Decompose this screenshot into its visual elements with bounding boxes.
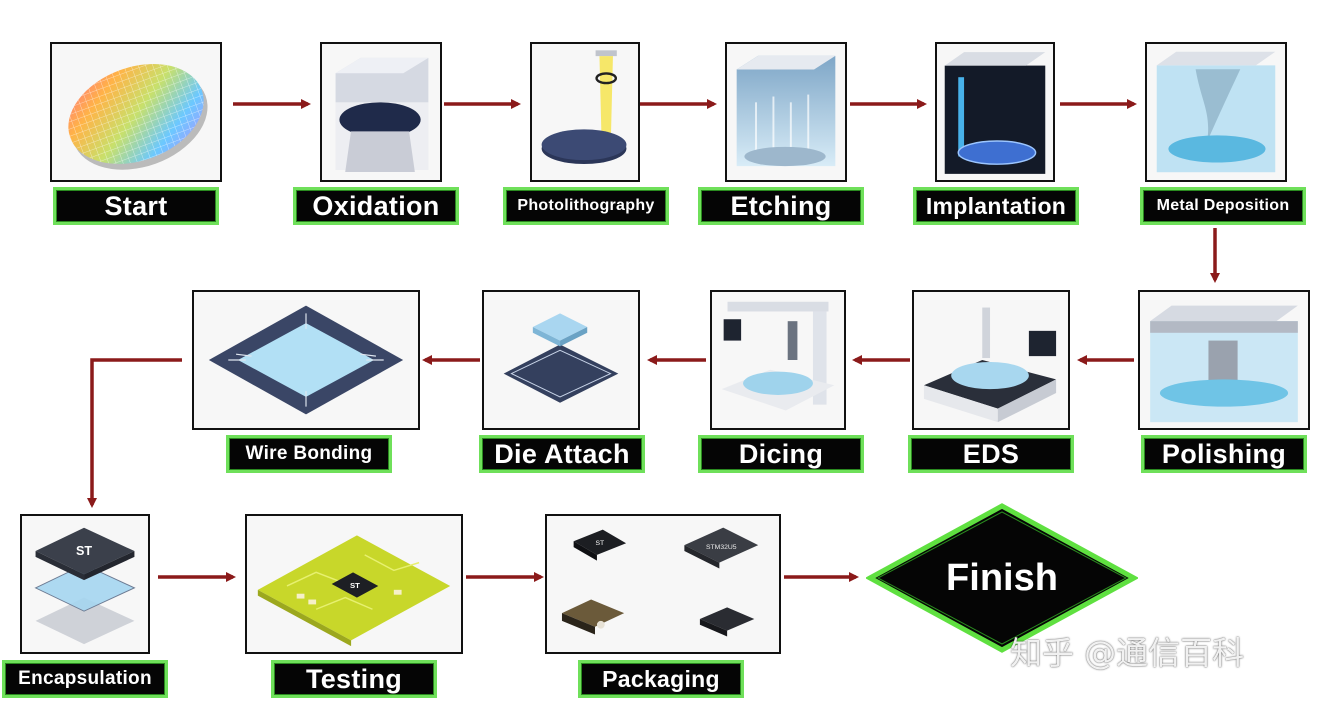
- chip-qfn: [699, 607, 755, 637]
- arrow-wire-encapsulation: [87, 358, 182, 508]
- label-photolithography: Photolithography: [503, 187, 669, 225]
- dicing-machine-icon: [721, 301, 835, 411]
- finish-shape: [866, 503, 1138, 653]
- eds-machine-icon: [923, 307, 1057, 423]
- label-start: Start: [53, 187, 219, 225]
- wire-bonding-icon: [208, 305, 404, 415]
- die-attach-icon: [503, 313, 619, 403]
- photolithography-icon: [541, 50, 627, 165]
- label-testing: Testing: [271, 660, 437, 698]
- label-oxidation: Oxidation: [293, 187, 459, 225]
- etching-image: [725, 42, 847, 182]
- test-chip-logo-text: ST: [350, 581, 360, 590]
- chip-sensor: [561, 599, 625, 635]
- chip-small-black: ST: [573, 529, 627, 561]
- dicing-image: [710, 290, 846, 430]
- testing-image: ST: [245, 514, 463, 654]
- wafer-icon: [68, 64, 208, 170]
- watermark: 知乎 @通信百科: [1010, 634, 1245, 672]
- label-eds: EDS: [908, 435, 1074, 473]
- start-image: [50, 42, 222, 182]
- label-metal-deposition: Metal Deposition: [1140, 187, 1306, 225]
- photolithography-image: [530, 42, 640, 182]
- test-board-icon: ST: [257, 535, 451, 647]
- oxidation-chamber-icon: [335, 57, 429, 172]
- encapsulation-icon: ST: [34, 527, 136, 645]
- chip-part-text: STM32U5: [706, 544, 737, 551]
- label-wire-bonding: Wire Bonding: [226, 435, 392, 473]
- label-die-attach: Die Attach: [479, 435, 645, 473]
- wire-bonding-image: [192, 290, 420, 430]
- metal-deposition-image: [1145, 42, 1287, 182]
- label-packaging: Packaging: [578, 660, 744, 698]
- packaging-chip-logo-text: ST: [596, 540, 605, 547]
- finish-diamond: Finish: [866, 502, 1138, 654]
- packaged-chips-icon: ST STM32U5: [561, 527, 759, 637]
- implantation-image: [935, 42, 1055, 182]
- eds-image: [912, 290, 1070, 430]
- label-dicing: Dicing: [698, 435, 864, 473]
- chip-bga: STM32U5: [684, 527, 759, 569]
- encapsulation-image: ST: [20, 514, 150, 654]
- label-encapsulation: Encapsulation: [2, 660, 168, 698]
- st-logo-text: ST: [76, 544, 92, 558]
- finish-label: Finish: [946, 556, 1058, 599]
- die-attach-image: [482, 290, 640, 430]
- label-implantation: Implantation: [913, 187, 1079, 225]
- label-polishing: Polishing: [1141, 435, 1307, 473]
- packaging-image: ST STM32U5: [545, 514, 781, 654]
- polishing-machine-icon: [1150, 305, 1298, 423]
- etching-chamber-icon: [736, 55, 836, 167]
- polishing-image: [1138, 290, 1310, 430]
- label-etching: Etching: [698, 187, 864, 225]
- metal-deposition-chamber-icon: [1156, 51, 1276, 173]
- implantation-chamber-icon: [944, 52, 1046, 174]
- oxidation-image: [320, 42, 442, 182]
